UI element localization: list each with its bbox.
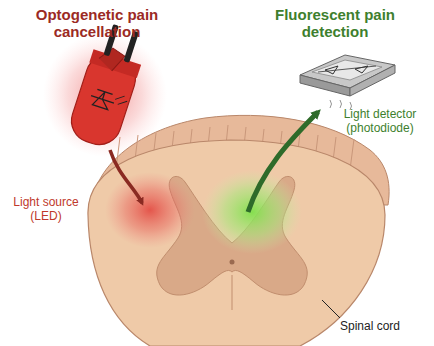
- section-title: Optogenetic pain cancellation: [12, 6, 182, 41]
- section-title: Fluorescent pain detection: [250, 6, 420, 41]
- part-label: Light source (LED): [6, 196, 86, 224]
- part-label: Light detector (photodiode): [330, 108, 430, 136]
- part-label: Spinal cord: [320, 320, 420, 334]
